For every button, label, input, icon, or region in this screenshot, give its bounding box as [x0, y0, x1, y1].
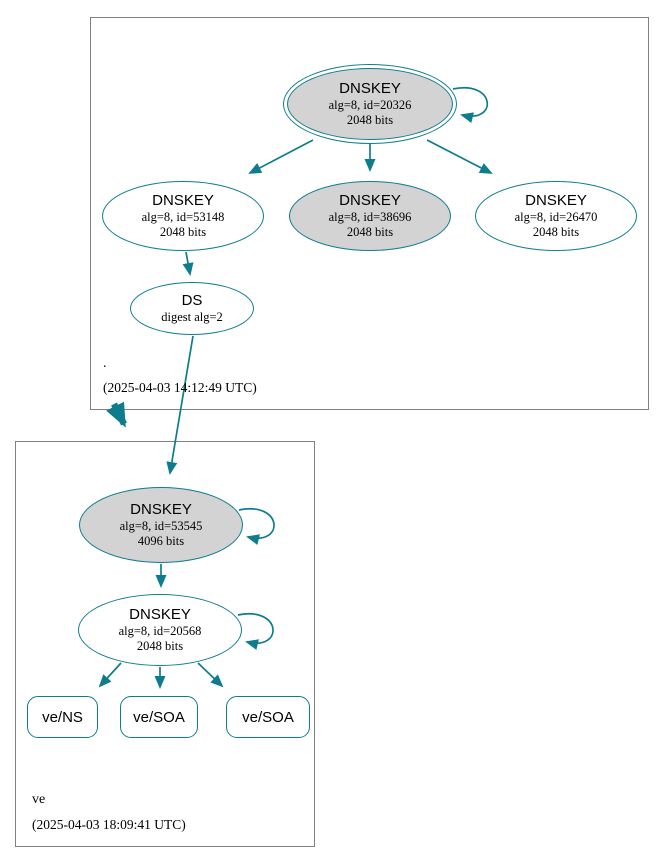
node-bits: 2048 bits	[532, 224, 580, 239]
node-dnskey-20568: DNSKEY alg=8, id=20568 2048 bits	[78, 594, 242, 666]
zone-name-root: .	[103, 356, 107, 371]
node-bits: 2048 bits	[346, 224, 394, 239]
node-dnskey-20326-body: DNSKEY alg=8, id=20326 2048 bits	[287, 68, 453, 140]
rrset-label: ve/NS	[42, 708, 83, 726]
node-title: DNSKEY	[339, 192, 401, 210]
node-bits: 4096 bits	[137, 533, 185, 548]
node-alg-id: alg=8, id=26470	[514, 209, 598, 224]
node-digest-alg: digest alg=2	[161, 309, 223, 324]
node-rrset-ve-ns: ve/NS	[27, 696, 98, 738]
node-title: DNSKEY	[339, 80, 401, 98]
zone-timestamp-root: (2025-04-03 14:12:49 UTC)	[103, 380, 257, 395]
zone-timestamp-ve: (2025-04-03 18:09:41 UTC)	[32, 817, 186, 832]
node-dnskey-38696: DNSKEY alg=8, id=38696 2048 bits	[289, 181, 451, 251]
node-rrset-ve-soa-1: ve/SOA	[120, 696, 198, 738]
zone-box-ve	[15, 441, 315, 847]
node-bits: 2048 bits	[159, 224, 207, 239]
node-title: DNSKEY	[129, 606, 191, 624]
node-dnskey-53148: DNSKEY alg=8, id=53148 2048 bits	[102, 181, 264, 251]
zone-box-root	[90, 17, 649, 410]
node-ds: DS digest alg=2	[130, 282, 254, 335]
node-bits: 2048 bits	[136, 638, 184, 653]
node-dnskey-20326: DNSKEY alg=8, id=20326 2048 bits	[283, 64, 457, 144]
zone-name-ve: ve	[32, 792, 46, 807]
node-alg-id: alg=8, id=20568	[118, 623, 202, 638]
node-rrset-ve-soa-2: ve/SOA	[226, 696, 310, 738]
node-alg-id: alg=8, id=20326	[328, 97, 412, 112]
node-title: DNSKEY	[130, 501, 192, 519]
node-bits: 2048 bits	[346, 112, 394, 127]
node-dnskey-53545: DNSKEY alg=8, id=53545 4096 bits	[79, 487, 243, 563]
rrset-label: ve/SOA	[133, 708, 185, 726]
node-alg-id: alg=8, id=38696	[328, 209, 412, 224]
node-alg-id: alg=8, id=53545	[119, 518, 203, 533]
node-dnskey-26470: DNSKEY alg=8, id=26470 2048 bits	[475, 181, 637, 251]
rrset-label: ve/SOA	[242, 708, 294, 726]
node-alg-id: alg=8, id=53148	[141, 209, 225, 224]
node-title: DNSKEY	[152, 192, 214, 210]
node-title: DS	[181, 292, 203, 310]
node-title: DNSKEY	[525, 192, 587, 210]
